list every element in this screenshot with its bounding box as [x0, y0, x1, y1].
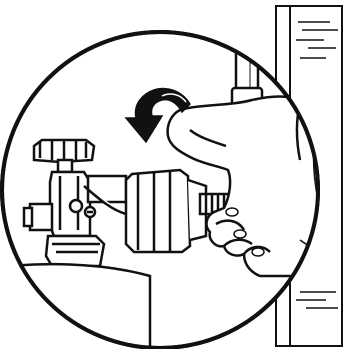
illustration-canvas [0, 0, 343, 349]
regulator-fitting-illustration [0, 0, 343, 349]
